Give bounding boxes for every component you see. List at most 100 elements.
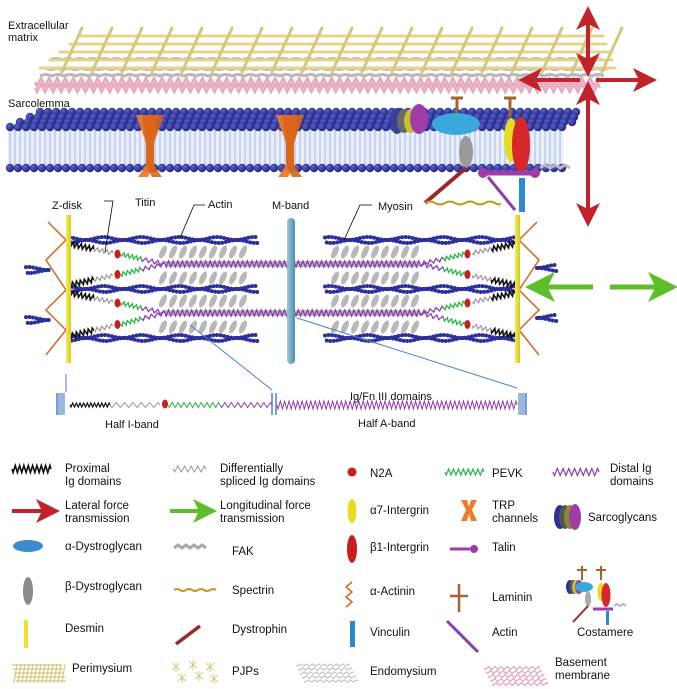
actin-bead [246,284,251,289]
myosin-head [380,320,390,334]
titin-distal-ig [140,305,166,316]
actin-bead [337,236,341,241]
actin-bead [547,317,552,322]
myosin-head [168,320,178,334]
actin-bead [213,289,218,294]
actin-bead [92,334,97,339]
lipid-head [237,163,247,173]
actin-bead [180,333,184,338]
actin-bead [447,338,452,343]
lipid-head [117,163,127,173]
lipid-head [317,122,327,132]
actin-bead [250,235,254,240]
alpha-dystroglycan-icon [13,540,43,552]
actin-bead [477,284,481,289]
myosin-head [168,294,178,308]
actin-bead [412,240,417,245]
myosin-head [188,245,198,259]
actin-bead [103,333,107,338]
myosin-head [208,271,218,285]
actin-bead [46,268,51,273]
actin-bead [438,235,443,240]
actin-bead [412,289,417,294]
titin-proximal-ig [490,239,516,254]
lipid-head [93,163,103,173]
actin-bead [206,239,211,244]
actin-bead [480,235,485,240]
actin-bead [477,333,481,338]
actin-bead [145,333,149,338]
lipid-head [381,122,391,132]
actin-bead [211,284,216,289]
actin-bead [475,240,480,245]
lipid-head [501,163,511,173]
actin-icon [445,619,480,654]
titin-pevk [120,266,142,278]
actin-bead [335,338,340,343]
myosin-head [330,294,340,308]
endomysium [39,73,605,78]
actin-bead [248,240,253,245]
actin-bead [213,338,218,343]
lipid-head [309,163,319,173]
legend-label: Dystrophin [232,624,287,636]
actin-bead [549,263,553,268]
myosin-head [380,271,390,285]
actin-bead [106,284,111,289]
actin-bead [330,284,334,289]
actin-bead [487,334,492,339]
lipid-head [349,163,359,173]
actin-bead [373,338,378,343]
actin-bead [99,235,104,240]
actin-bead [478,240,483,245]
strip-spliced-ig [109,401,161,409]
pevk-icon [444,467,485,477]
actin-bead [482,338,487,343]
actin-bead [145,284,149,289]
actin-bead [110,285,114,290]
actin-bead [440,240,445,245]
myosin-head [238,271,248,285]
actin-bead [169,285,174,290]
actin-bead [209,289,214,294]
titin-pevk [443,316,466,327]
actin-bead [173,284,177,289]
titin-pevk [119,300,142,311]
legend-label: Longitudinal force transmission [220,500,311,525]
actin-bead [132,239,137,244]
actin-bead [108,240,113,245]
actin-bead [445,333,450,338]
actin-bead [405,289,410,294]
lipid-head [109,122,119,132]
myosin-head [158,294,168,308]
actin-bead [361,235,366,240]
actin-bead [174,240,179,245]
lipid-head [205,122,215,132]
actin-bead [433,337,438,342]
titin-distal-ig [140,310,166,322]
actin-bead [96,235,100,240]
actin-bead [449,236,453,241]
perimysium-icon [12,663,66,684]
myosin-head [370,320,380,334]
actin-bead [139,338,144,343]
actin-bead [178,338,183,343]
legend-label: α7-Intergrin [370,505,430,517]
actin-bead [435,333,439,338]
actin-bead [552,313,557,318]
actin-bead [255,240,260,245]
actin-bead [471,288,476,293]
actin-bead [449,285,453,290]
actin-bead [410,235,415,240]
myosin-head [218,294,228,308]
lipid-head [189,122,199,132]
actin-bead [550,318,555,323]
actin-bead [251,338,256,343]
ig-fn-label: Ig/Fn III domains [350,391,432,403]
actin-bead [255,289,260,294]
lipid-head [13,122,23,132]
titin-detail [56,317,527,415]
actin-bead [328,338,333,343]
actin-bead [31,265,35,270]
actin-bead [25,270,30,275]
